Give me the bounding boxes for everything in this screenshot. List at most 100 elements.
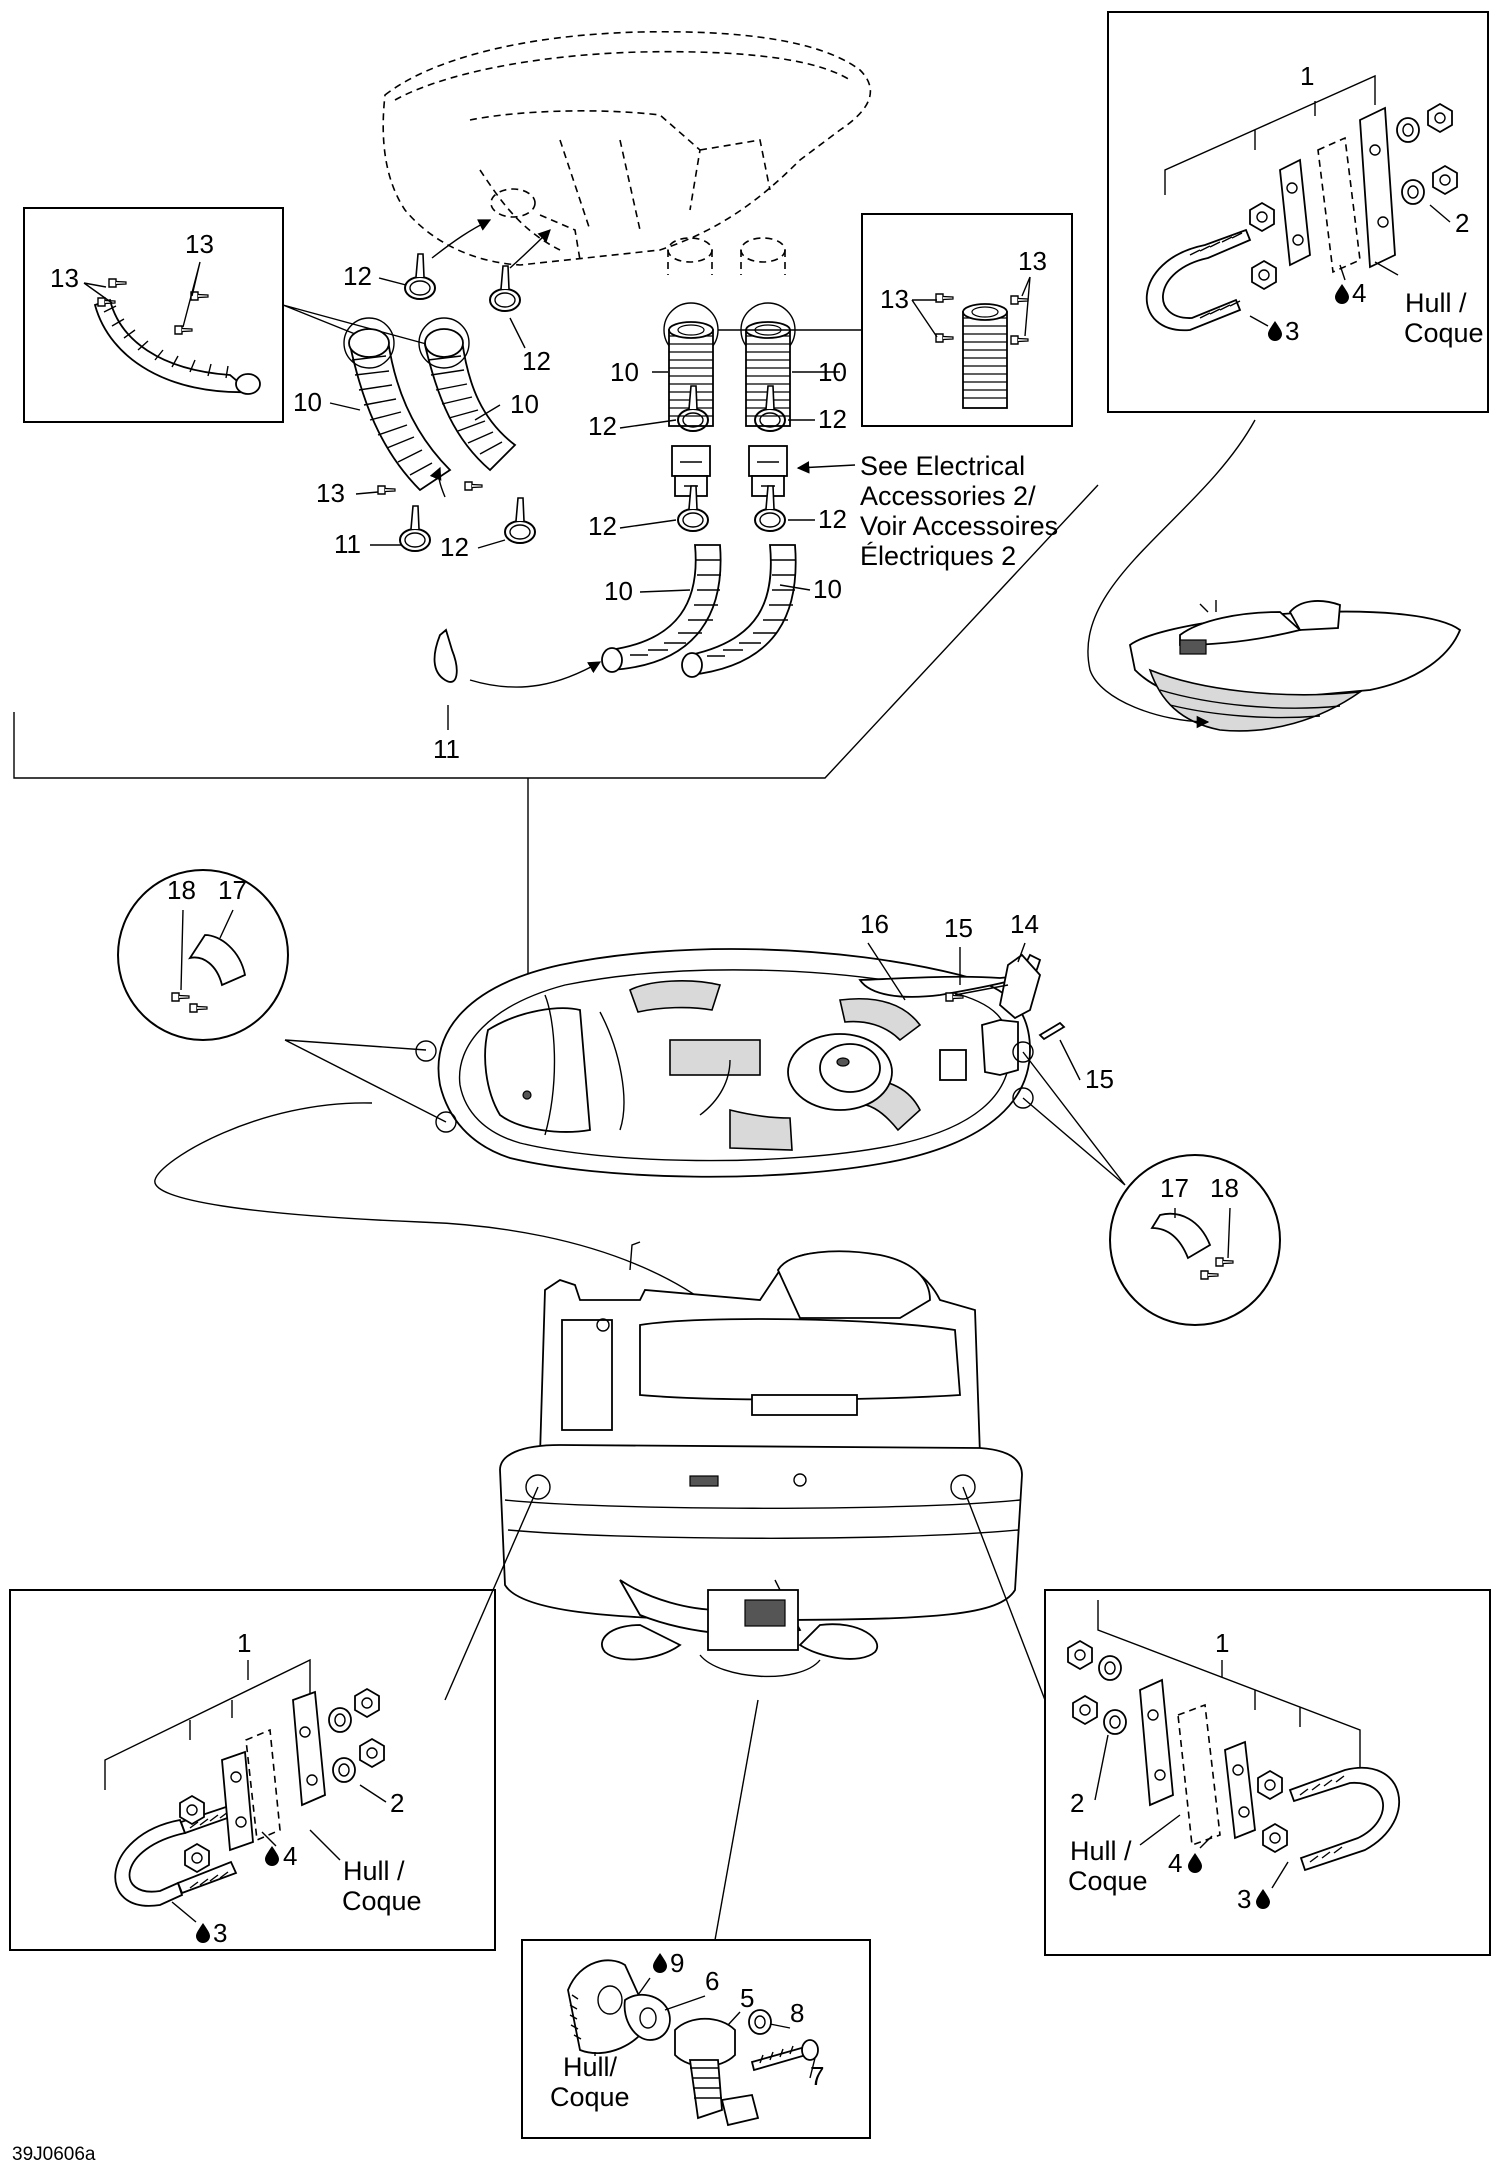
callout-3: 3 — [1237, 1884, 1251, 1914]
washer-icon — [748, 2009, 772, 2035]
nut-icon — [354, 1688, 380, 1718]
nut-icon — [1072, 1695, 1098, 1725]
callout-15: 15 — [1085, 1064, 1114, 1094]
plate-icon — [221, 1750, 254, 1852]
callout-4: 4 — [283, 1841, 297, 1871]
callout-3: 3 — [213, 1918, 227, 1948]
drain-plug-icon — [674, 2017, 760, 2127]
nut-icon — [184, 1843, 210, 1873]
hull-label-line1: Hull / — [1070, 1836, 1132, 1866]
hose-icon — [668, 321, 714, 427]
washer-icon — [1098, 1655, 1122, 1681]
rear-view-boat — [499, 1241, 1023, 1678]
nut-icon — [359, 1738, 385, 1768]
straight-hose-detail-box: 13 13 — [861, 213, 1073, 427]
callout-8: 8 — [790, 1998, 804, 2028]
hull-label-line2: Coque — [550, 2082, 630, 2112]
center-hoses-group: 10 10 12 12 12 12 10 10 — [588, 302, 862, 678]
hull-label-line2: Coque — [342, 1886, 422, 1916]
left-hoses-group: 12 12 10 10 13 11 12 — [293, 219, 551, 562]
reference-note-line1: See Electrical — [860, 451, 1025, 481]
callout-1: 1 — [1300, 61, 1314, 91]
nut-icon — [1249, 202, 1275, 232]
screw-icon — [171, 992, 190, 1002]
callout-4: 4 — [1168, 1848, 1182, 1878]
callout-17: 17 — [1160, 1173, 1189, 1203]
callout-1: 1 — [237, 1628, 251, 1658]
drop-icon — [1188, 1853, 1202, 1873]
callout-12: 12 — [440, 532, 469, 562]
hull-label-line2: Coque — [1404, 318, 1484, 348]
u-bolt-icon — [1145, 228, 1252, 331]
nut-icon — [1257, 1770, 1283, 1800]
callout-10: 10 — [293, 387, 322, 417]
callout-10: 10 — [604, 576, 633, 606]
drop-icon — [196, 1923, 210, 1943]
callout-13: 13 — [316, 478, 345, 508]
screw-icon — [1010, 335, 1029, 345]
callout-17: 17 — [218, 875, 247, 905]
screw-icon — [464, 481, 483, 491]
callout-11: 11 — [334, 529, 361, 559]
drop-icon — [1256, 1889, 1270, 1909]
callout-18: 18 — [167, 875, 196, 905]
nut-icon — [1427, 103, 1453, 133]
plate-icon — [1279, 158, 1311, 267]
washer-icon — [1396, 117, 1420, 143]
washer-icon — [328, 1707, 352, 1733]
reference-note: See Electrical Accessories 2/ Voir Acces… — [860, 451, 1058, 571]
clamp-icon — [399, 505, 431, 552]
boat-icon — [1129, 600, 1462, 732]
washer-icon — [332, 1757, 356, 1783]
reference-note-line2: Accessories 2/ — [860, 481, 1036, 511]
screw-icon — [174, 325, 193, 335]
drain-plug-box: 9 6 5 8 7 Hull/ Coque — [521, 1939, 871, 2139]
hose-icon — [962, 303, 1008, 409]
hose-detail-box: 13 13 — [23, 207, 284, 423]
clamp-icon — [404, 253, 436, 300]
cover-detail-right: 17 18 — [1022, 1051, 1281, 1326]
intake-grill-parts: 16 15 14 15 — [860, 909, 1114, 1094]
hose-icon — [423, 338, 517, 472]
u-bolt-box-left: 1 2 4 3 Hull / Coque — [9, 1589, 496, 1951]
callout-4: 4 — [1352, 278, 1366, 308]
plate-icon — [1139, 1678, 1174, 1807]
callout-18: 18 — [1210, 1173, 1239, 1203]
callout-16: 16 — [860, 909, 889, 939]
hull-label-line1: Hull/ — [563, 2052, 618, 2082]
reference-note-line4: Électriques 2 — [860, 541, 1016, 571]
connector-icon — [671, 445, 788, 497]
nut-icon — [1251, 260, 1277, 290]
u-bolt-icon — [114, 1818, 187, 1907]
screw-icon — [935, 333, 954, 343]
callout-12: 12 — [818, 404, 847, 434]
nut-icon — [1262, 1823, 1288, 1853]
plate-icon — [292, 1690, 326, 1807]
washer-icon — [1401, 179, 1425, 205]
callout-10: 10 — [510, 389, 539, 419]
screw-icon — [1215, 1257, 1234, 1267]
deck-icon — [415, 948, 1042, 1178]
drop-icon — [1335, 284, 1349, 304]
storage-bin-outline — [382, 30, 872, 275]
plate-icon — [1224, 1740, 1256, 1840]
callout-15: 15 — [944, 913, 973, 943]
drop-icon — [653, 1953, 667, 1973]
screw-icon — [750, 2039, 819, 2072]
cover-icon — [188, 934, 247, 987]
callout-12: 12 — [588, 511, 617, 541]
hull-label-line1: Hull / — [1405, 288, 1467, 318]
drop-icon — [265, 1846, 279, 1866]
callout-10: 10 — [610, 357, 639, 387]
callout-12: 12 — [818, 504, 847, 534]
hose-icon — [93, 298, 253, 393]
nut-icon — [1432, 165, 1458, 195]
screw-icon — [189, 1003, 208, 1013]
u-bolt-box-right: 1 2 4 3 Hull / Coque — [1044, 1589, 1491, 1956]
callout-6: 6 — [705, 1966, 719, 1996]
screw-icon — [377, 485, 396, 495]
clamp-icon — [504, 497, 536, 544]
callout-9: 9 — [670, 1948, 684, 1978]
screw-icon — [108, 278, 127, 288]
